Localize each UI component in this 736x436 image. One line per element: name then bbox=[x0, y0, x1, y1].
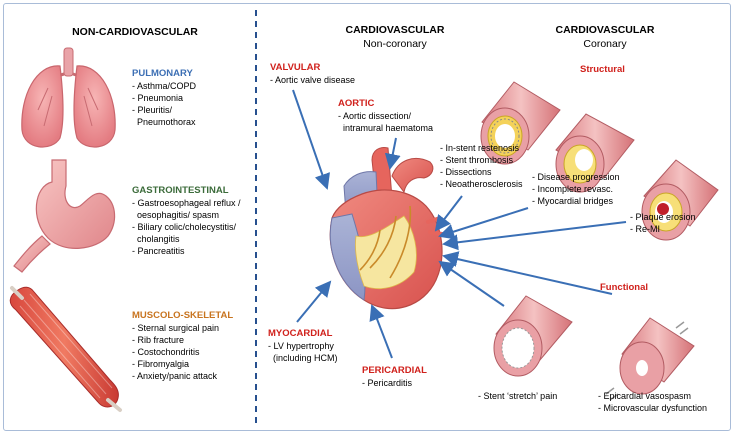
heart-icon bbox=[329, 147, 444, 310]
muscolo-title: MUSCOLO-SKELETAL bbox=[132, 310, 234, 321]
stent-item-1: - In-stent restenosis bbox=[440, 143, 520, 153]
aortic-title: AORTIC bbox=[338, 98, 375, 109]
valvular-item-1: - Aortic valve disease bbox=[270, 75, 356, 85]
muscolo-item-5: - Anxiety/panic attack bbox=[132, 371, 218, 381]
aortic-item-2: intramural haematoma bbox=[338, 123, 434, 133]
pulmonary-title: PULMONARY bbox=[132, 68, 193, 79]
pericardial-item-1: - Pericarditis bbox=[362, 378, 413, 388]
header-cardio-coronary: CARDIOVASCULAR bbox=[555, 24, 655, 36]
myocardial-item-2: (including HCM) bbox=[268, 353, 338, 363]
stent-item-4: - Neoatherosclerosis bbox=[440, 179, 523, 189]
pericardial-title: PERICARDIAL bbox=[362, 365, 427, 376]
arrow-functional bbox=[442, 251, 613, 295]
stent-item-2: - Stent thrombosis bbox=[440, 155, 514, 165]
disease-item-1: - Disease progression bbox=[532, 172, 620, 182]
stomach-icon bbox=[13, 159, 116, 273]
vessel-stretch-icon bbox=[493, 295, 573, 377]
functional-label: Functional bbox=[600, 282, 649, 293]
gastro-item-1: - Gastroesophageal reflux / bbox=[132, 198, 241, 208]
vessel-plaque-icon bbox=[555, 113, 635, 193]
pulmonary-item-4: Pneumothorax bbox=[132, 117, 196, 127]
subheader-coronary: Coronary bbox=[583, 38, 627, 50]
valvular-title: VALVULAR bbox=[270, 62, 321, 73]
arrow-stretch bbox=[438, 260, 505, 307]
disease-item-3: - Myocardial bridges bbox=[532, 196, 614, 206]
plaque-item-2: - Re-MI bbox=[630, 224, 660, 234]
gastro-item-5: - Pancreatitis bbox=[132, 246, 185, 256]
vaso-item-2: - Microvascular dysfunction bbox=[598, 403, 708, 413]
muscle-icon bbox=[9, 286, 122, 412]
header-cardio-noncoronary: CARDIOVASCULAR bbox=[345, 24, 445, 36]
arrow-valvular bbox=[292, 89, 330, 190]
myocardial-item-1: - LV hypertrophy bbox=[268, 341, 334, 351]
plaque-item-1: - Plaque erosion bbox=[630, 212, 696, 222]
pulmonary-item-1: - Asthma/COPD bbox=[132, 81, 197, 91]
header-non-cardiovascular: NON-CARDIOVASCULAR bbox=[72, 26, 198, 38]
vaso-item-1: - Epicardial vasospasm bbox=[598, 391, 692, 401]
vessel-stent-icon bbox=[480, 81, 561, 165]
arrow-aortic bbox=[384, 137, 401, 170]
muscolo-item-2: - Rib fracture bbox=[132, 335, 185, 345]
arrows bbox=[292, 89, 627, 359]
vessel-erosion-icon bbox=[641, 159, 719, 241]
muscolo-item-4: - Fibromyalgia bbox=[132, 359, 190, 369]
muscolo-item-1: - Sternal surgical pain bbox=[132, 323, 220, 333]
gastro-item-4: cholangitis bbox=[132, 234, 180, 244]
stent-item-3: - Dissections bbox=[440, 167, 492, 177]
stretch-item-1: - Stent ‘stretch’ pain bbox=[478, 391, 558, 401]
arrow-stent bbox=[434, 195, 463, 232]
lungs-icon bbox=[21, 47, 116, 148]
arrow-plaque bbox=[442, 221, 627, 251]
aortic-item-1: - Aortic dissection/ bbox=[338, 111, 412, 121]
subheader-noncoronary: Non-coronary bbox=[363, 38, 427, 50]
arrow-myocardial bbox=[296, 280, 332, 323]
pulmonary-item-3: - Pleuritis/ bbox=[132, 105, 173, 115]
gastro-item-2: oesophagitis/ spasm bbox=[132, 210, 220, 220]
gastro-title: GASTROINTESTINAL bbox=[132, 185, 229, 196]
gastro-item-3: - Biliary colic/cholecystitis/ bbox=[132, 222, 237, 232]
pulmonary-item-2: - Pneumonia bbox=[132, 93, 184, 103]
arrow-pericardial bbox=[369, 304, 393, 359]
myocardial-title: MYOCARDIAL bbox=[268, 328, 333, 339]
disease-item-2: - Incomplete revasc. bbox=[532, 184, 614, 194]
muscolo-item-3: - Costochondritis bbox=[132, 347, 200, 357]
vessel-vasospasm-icon bbox=[605, 317, 695, 401]
structural-label: Structural bbox=[580, 64, 625, 75]
arrow-disease bbox=[438, 207, 529, 240]
